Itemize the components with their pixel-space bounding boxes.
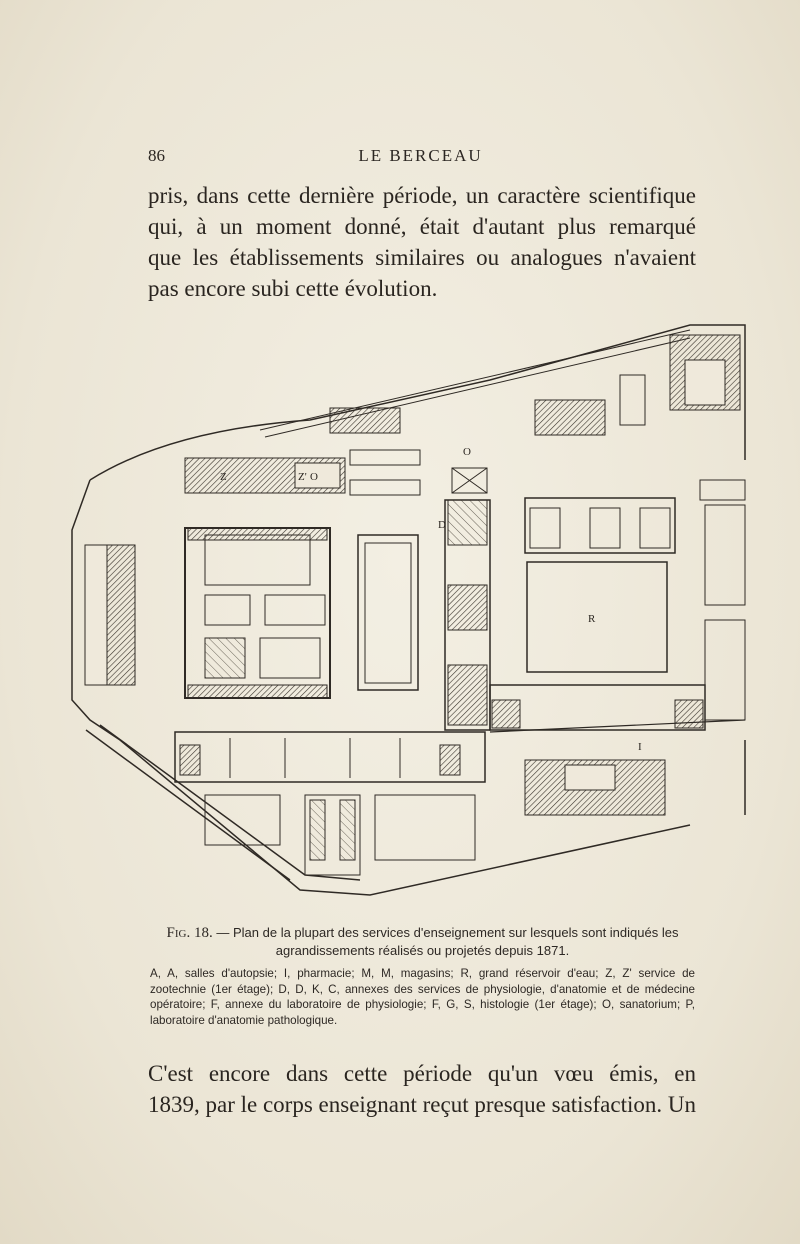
floor-plan-figure: Z Z' O O R D I <box>60 320 780 910</box>
text-line: pas encore subi cette évolution. <box>148 276 438 301</box>
plan-label: Z' <box>298 471 307 483</box>
plan-label: O <box>310 471 318 483</box>
figure-label: Fig. 18. <box>166 925 213 941</box>
plan-label: R <box>588 613 596 625</box>
top-building-row <box>184 407 488 496</box>
figure-caption: Fig. 18. — Plan de la plupart des servic… <box>150 924 695 1028</box>
central-corridor-building <box>444 499 491 731</box>
paragraph-top: pris, dans cette dernière période, un ca… <box>148 180 696 304</box>
text-line: 1839, par le corps enseignant reçut pres… <box>148 1092 696 1117</box>
caption-title-text: — Plan de la plupart des services d'ense… <box>216 925 679 958</box>
page-header: 86 LE BERCEAU <box>148 146 693 172</box>
text-line: que les établissements similaires ou ana… <box>148 245 696 270</box>
central-courtyard-building <box>184 527 331 699</box>
right-court <box>526 561 668 673</box>
plan-label: I <box>638 741 642 753</box>
page-number: 86 <box>148 146 165 165</box>
running-title: LE BERCEAU <box>358 146 483 165</box>
plan-label: D <box>438 519 446 531</box>
paragraph-bottom: C'est encore dans cette période qu'un vœ… <box>148 1058 696 1120</box>
caption-title: Fig. 18. — Plan de la plupart des servic… <box>150 924 695 960</box>
plan-label: Z <box>220 471 227 483</box>
floor-plan-drawing: Z Z' O O R D I <box>71 324 746 896</box>
right-long-building <box>489 479 746 731</box>
text-line: C'est encore dans cette période qu'un vœ… <box>148 1061 696 1086</box>
text-line: pris, dans cette dernière période, un ca… <box>148 183 696 208</box>
right-top-building <box>524 334 741 554</box>
bottom-building-row <box>174 731 486 876</box>
text-line: qui, à un moment donné, était d'autant p… <box>148 214 696 239</box>
central-court <box>357 534 419 691</box>
plan-label: O <box>463 446 471 458</box>
caption-legend: A, A, salles d'autopsie; I, pharmacie; M… <box>150 967 695 1027</box>
